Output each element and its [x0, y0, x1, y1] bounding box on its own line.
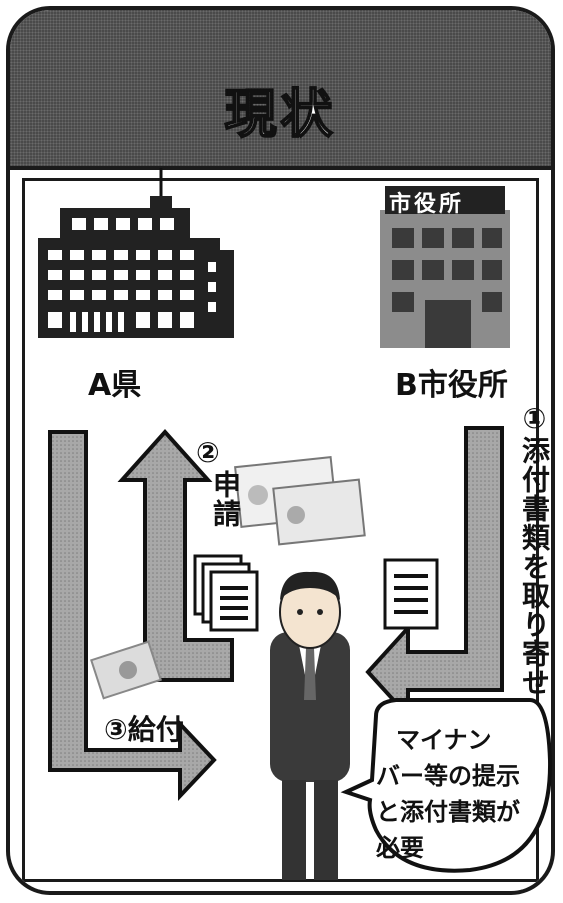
document-icon — [383, 558, 439, 630]
city-hall-sign: 市役所 — [389, 192, 465, 217]
documents-arrow — [365, 426, 504, 722]
speech-bubble — [340, 698, 553, 873]
id-cards-icon — [234, 456, 366, 546]
city-hall-building-icon — [380, 186, 510, 348]
bubble-line-4: 必要 — [376, 834, 424, 862]
panel-title: 現状 — [223, 84, 337, 146]
cash-icon — [90, 640, 162, 700]
prefecture-label: A県 — [88, 368, 142, 403]
apply-arrow — [117, 429, 234, 682]
step2-label: 申請 — [209, 470, 242, 528]
speech-bubble-text: マイナン バー等の提示 と添付書類が 必要 — [376, 722, 546, 866]
bubble-line-2: バー等の提示 — [376, 762, 520, 790]
step3-label: ③給付 — [104, 713, 184, 746]
header-band — [10, 10, 551, 170]
document-stack-icon — [193, 554, 259, 632]
city-hall-label: B市役所 — [395, 368, 508, 403]
step2-number: ② — [196, 436, 220, 469]
payment-arrow — [48, 430, 217, 802]
step1-label: ①添付書類を取り寄せ — [518, 402, 551, 697]
person-icon — [270, 571, 350, 880]
bubble-line-1: マイナン — [396, 726, 492, 754]
bubble-line-3: と添付書類が — [376, 798, 520, 826]
prefecture-building-icon — [38, 168, 234, 338]
